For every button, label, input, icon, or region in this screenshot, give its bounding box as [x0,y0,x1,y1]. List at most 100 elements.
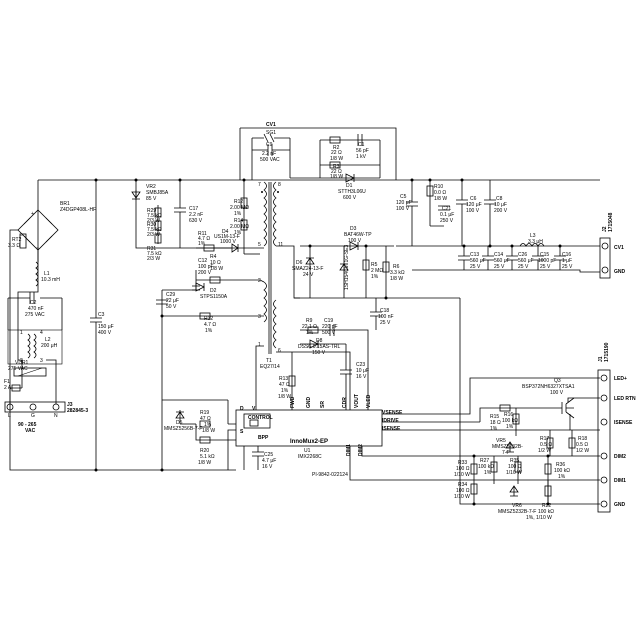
r20-value2: 1/8 W [198,460,211,466]
l2-value: 200 μH [41,343,58,349]
r18-label: R18 [578,436,587,442]
r3-resistor [329,161,341,169]
r15-label: R15 [490,414,499,420]
input-vac-label: VAC [25,428,36,434]
rt2-label: RT2 [12,237,22,243]
c8-value1: 10 μF [494,202,507,208]
r30-value2: 2/3 W [147,232,160,238]
d-extra-diode [339,246,349,298]
c13-value1: 560 μF [470,258,486,264]
c14-value1: 560 μF [494,258,510,264]
c3-capacitor [90,180,102,470]
c16-value1: 1 μF [562,258,572,264]
c29-capacitor [156,299,168,305]
r31-resistor [154,233,162,244]
c2-value1: 470 nF [28,306,44,312]
u1-dim2-pin: DIM2 [358,444,364,456]
j1-pin-led-rtn [600,394,608,402]
junction-dots [94,178,562,506]
r20-label: R20 [200,448,209,454]
c14-value2: 25 V [494,264,505,270]
r27-resistor [490,461,498,473]
u1-s-pin: S [240,429,244,435]
d6-label: D6 [296,260,303,266]
j1-pin-dim1 [600,476,608,484]
c26-capacitor [506,246,518,270]
r6-value1: 3.3 kΩ [390,270,405,276]
c16-label: C16 [562,252,571,258]
j2-connector [599,237,611,279]
r9-value2: 1% [306,330,314,336]
d3-part: BAT46W-TP [344,232,372,238]
f1-fuse [11,384,21,392]
sg1-spark-gap [263,133,275,143]
c3-label: C3 [98,312,105,318]
r16-resistor [512,413,520,425]
r27-value2: 1% [484,470,492,476]
j3-connector [4,401,66,413]
r34-value2: 1/10 W [454,494,470,500]
svg-text:~: ~ [36,246,39,252]
sg1-label: SG1 [266,130,276,136]
d3-diode [349,241,359,251]
d4-value: 1000 V [220,239,237,245]
r34-label: R34 [458,482,467,488]
c5-value1: 120 μF [396,200,412,206]
r30-value1: 7.5 kΩ [147,227,162,233]
r3-value2: 1/8 W [330,174,343,180]
r13-value3: 1/8 W [278,394,291,400]
r19-resistor [199,420,211,428]
c9-value1: 2.2 nF [262,151,276,157]
c8-capacitor [484,180,496,246]
r11-label: R11 [198,231,207,237]
drawing-number: PI-9842-022124 [312,472,348,478]
u1-controller-ic [235,409,383,447]
r27-value1: 100 kΩ [478,464,494,470]
r4-value2: 1/8 W [210,266,223,272]
t1-secondary-winding [273,181,277,247]
r36-value2: 1% [558,474,566,480]
r30-resistor [154,220,162,231]
c18-value1: 100 nF [378,314,394,320]
j1-pin-dim2 [600,452,608,460]
d2-part: STPS1150A [200,294,228,300]
t1-pin-7: 7 [258,182,261,188]
r31-value2: 2/3 W [147,256,160,262]
r35-label: R35 [510,458,519,464]
r33-label: R33 [458,460,467,466]
c25-capacitor [252,446,264,470]
r27-label: R27 [480,458,489,464]
f1-label: F1 [4,379,10,385]
c19-value2: 500 V [322,330,336,336]
r11-resistor [203,244,215,252]
c26-label: C26 [518,252,527,258]
r4-resistor [209,276,221,284]
j1-label: J1 [598,356,604,362]
d8-part: DSS6-0.15AS-TRL [298,344,340,350]
c15-label: C15 [540,252,549,258]
input-stage: L G N J3 282845-3 90 - 265 VAC F1 2 A VD… [4,179,600,471]
t1-primary-winding [263,181,267,247]
r12-value2: 1% [234,211,242,217]
r33-resistor [470,463,478,475]
d5-zener [175,410,185,424]
r12-label: R12 [234,199,243,205]
c23-value1: 10 μF [356,368,369,374]
u1-idrive-pin: IDRIVE [382,418,399,424]
c9-label: C9 [266,142,273,148]
r11-value2: 1% [198,241,206,247]
input-voltage-label: 90 - 265 [18,422,37,428]
c17-capacitor [174,180,186,248]
r34-resistor [470,483,478,495]
r5-resistor [362,259,370,271]
u1-isense-pin: ISENSE [382,426,401,432]
r13-value2: 1% [281,388,289,394]
c29-value2: 50 V [166,304,177,310]
r34-value1: 100 Ω [456,488,470,494]
r12-value1: 2.00 MΩ [230,205,249,211]
svg-text:1: 1 [20,330,23,336]
j1-label-dim1: DIM1 [614,478,626,484]
r6-label: R6 [393,264,400,270]
j1-pin-gnd [600,500,608,508]
r13-value1: 47 Ω [279,382,290,388]
